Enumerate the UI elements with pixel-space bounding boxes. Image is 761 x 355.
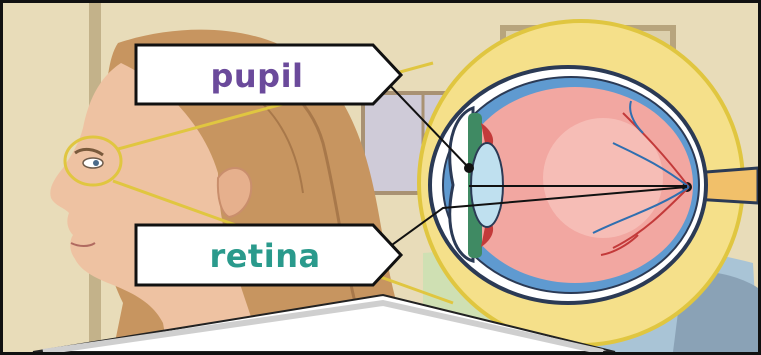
pupil-label-box: pupil — [136, 45, 401, 104]
retina-label: retina — [209, 237, 320, 275]
retina-label-box: retina — [136, 225, 401, 285]
eye-anatomy-illustration: pupil retina — [3, 3, 758, 352]
pupil-label: pupil — [210, 57, 303, 95]
